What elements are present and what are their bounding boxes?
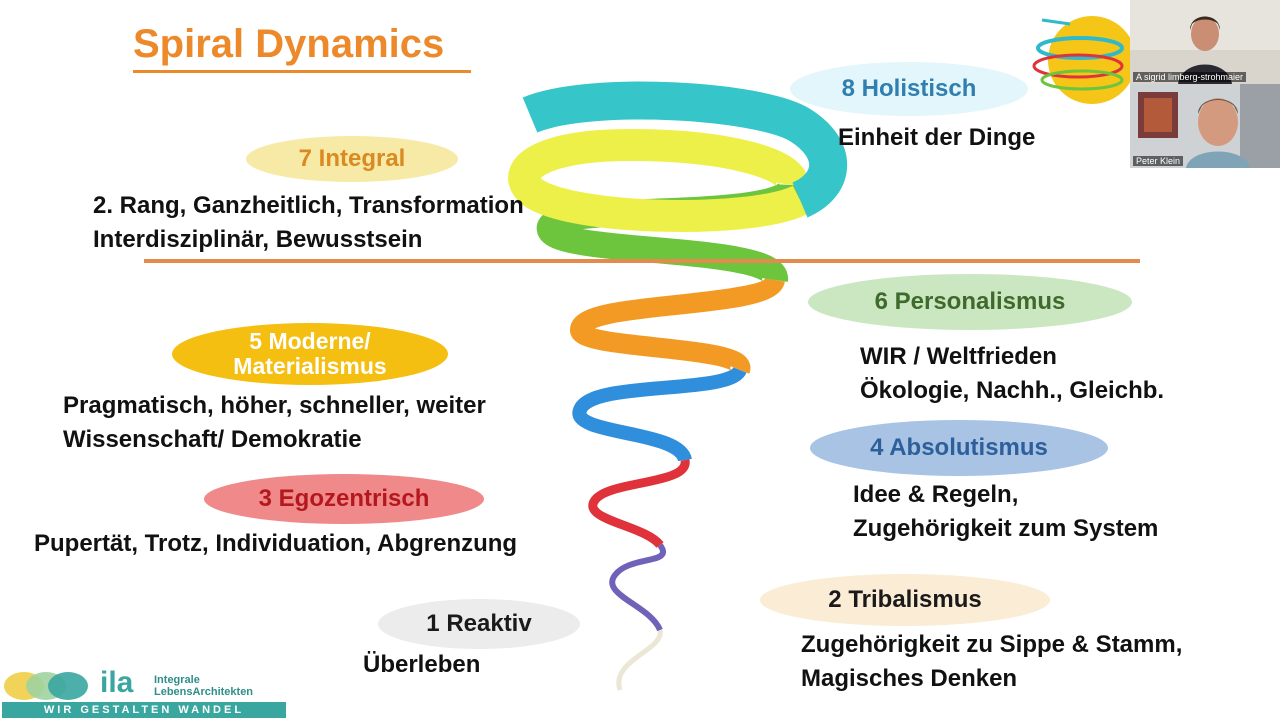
level-1-label: 1 Reaktiv [426, 609, 532, 637]
level-7-desc: 2. Rang, Ganzheitlich, Transformation In… [93, 189, 524, 257]
level-8-desc: Einheit der Dinge [838, 121, 1035, 155]
level-6-label: 6 Personalismus [874, 287, 1066, 315]
level-7-label: 7 Integral [298, 144, 406, 172]
level-2-desc: Zugehörigkeit zu Sippe & Stamm, Magische… [801, 628, 1182, 696]
level-8-badge: 8 Holistisch [790, 62, 1028, 116]
level-3-label: 3 Egozentrisch [258, 484, 430, 512]
slide-title: Spiral Dynamics [133, 22, 445, 66]
spiral-band-red [588, 459, 690, 549]
level-7-desc-line: 2. Rang, Ganzheitlich, Transformation [93, 192, 524, 219]
spiral-band-turquoise [522, 81, 848, 218]
level-5-desc-line: Pragmatisch, höher, schneller, weiter [63, 392, 486, 419]
level-1-desc-line: Überleben [363, 651, 481, 678]
participant-name: Peter Klein [1133, 156, 1184, 166]
spiral-band-yellow [508, 128, 808, 232]
level-4-desc: Idee & Regeln, Zugehörigkeit zum System [853, 478, 1158, 546]
participant-tile[interactable]: A sigrid limberg-strohmaier [1130, 0, 1280, 84]
level-4-desc-line: Idee & Regeln, [853, 481, 1019, 508]
level-8-desc-line: Einheit der Dinge [838, 124, 1036, 151]
spiral-band-beige [616, 629, 663, 691]
level-1-badge: 1 Reaktiv [378, 599, 580, 649]
level-4-badge: 4 Absolutismus [810, 420, 1108, 476]
logo-wordmark: ila [100, 666, 134, 699]
level-4-desc-line: Zugehörigkeit zum System [853, 515, 1159, 542]
level-5-desc: Pragmatisch, höher, schneller, weiter Wi… [63, 389, 486, 457]
level-5-label: 5 Moderne/ Materialismus [233, 327, 387, 379]
participant-video [1130, 84, 1280, 168]
level-8-label: 8 Holistisch [841, 74, 977, 102]
level-2-label: 2 Tribalismus [828, 585, 982, 613]
level-5-badge: 5 Moderne/ Materialismus [172, 323, 448, 385]
level-2-badge: 2 Tribalismus [760, 574, 1050, 626]
level-7-badge: 7 Integral [246, 136, 458, 182]
divider-line [144, 259, 1140, 263]
level-7-desc-line: Interdisziplinär, Bewusstsein [93, 226, 423, 253]
logo: ila Integrale LebensArchitekten WIR GEST… [2, 666, 286, 718]
level-6-desc-line: Ökologie, Nachh., Gleichb. [860, 377, 1165, 404]
level-3-badge: 3 Egozentrisch [204, 474, 484, 524]
logo-subtitle-1: Integrale [154, 674, 200, 686]
level-2-desc-line: Magisches Denken [801, 665, 1018, 692]
logo-slogan: WIR GESTALTEN WANDEL [2, 702, 286, 718]
logo-circles-icon [4, 672, 88, 700]
participant-name: A sigrid limberg-strohmaier [1133, 72, 1247, 82]
level-2-desc-line: Zugehörigkeit zu Sippe & Stamm, [801, 631, 1183, 658]
level-6-badge: 6 Personalismus [808, 274, 1132, 330]
spiral-band-purple [609, 543, 666, 632]
level-5-desc-line: Wissenschaft/ Demokratie [63, 426, 362, 453]
level-1-desc: Überleben [363, 648, 480, 682]
level-3-desc-line: Pupertät, Trotz, Individuation, Abgrenzu… [34, 530, 518, 557]
level-6-desc: WIR / Weltfrieden Ökologie, Nachh., Glei… [860, 340, 1164, 408]
title-underline [133, 70, 471, 73]
spiral-band-blue [572, 365, 747, 463]
spiral-graphic [508, 81, 848, 691]
participant-tile[interactable]: Peter Klein [1130, 84, 1280, 168]
level-3-desc: Pupertät, Trotz, Individuation, Abgrenzu… [34, 527, 517, 561]
globe-icon [1032, 16, 1130, 104]
spiral-band-orange [569, 275, 785, 376]
logo-subtitle-2: LebensArchitekten [154, 686, 254, 698]
level-6-desc-line: WIR / Weltfrieden [860, 343, 1057, 370]
level-4-label: 4 Absolutismus [870, 433, 1048, 461]
